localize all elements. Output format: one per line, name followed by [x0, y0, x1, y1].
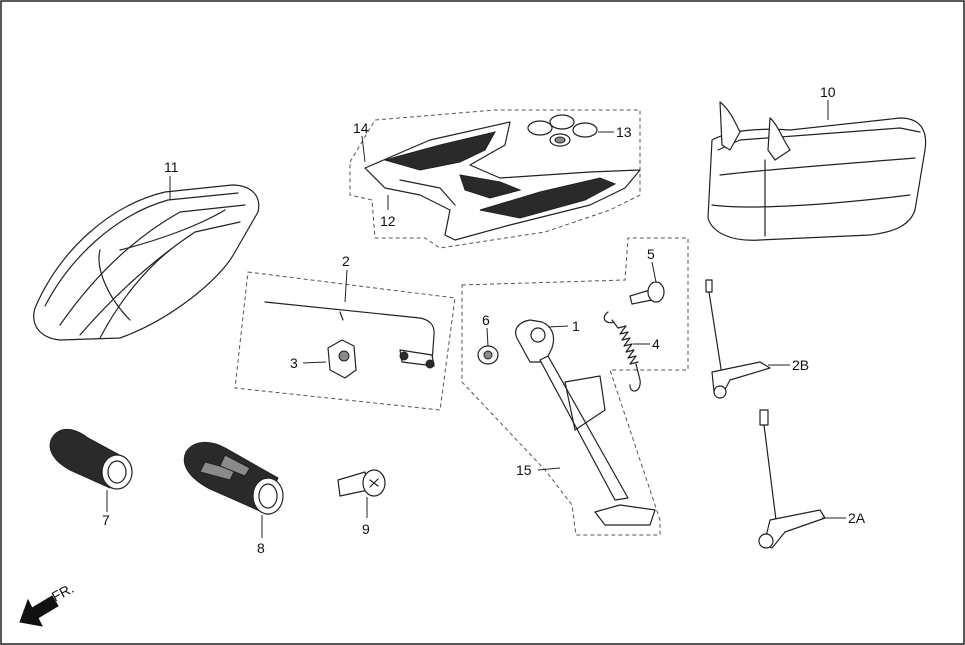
callout-13: 13	[616, 124, 632, 140]
footrest-rod-2b-part	[705, 279, 771, 399]
callout-2a: 2A	[848, 510, 866, 526]
leader-14	[361, 135, 366, 163]
nut-part	[477, 345, 499, 365]
callout-5: 5	[647, 246, 655, 262]
callout-10: 10	[820, 84, 836, 100]
screw-part	[337, 469, 386, 497]
handle-grip-8-part	[183, 442, 284, 515]
callout-4: 4	[652, 336, 660, 352]
callout-3: 3	[290, 355, 298, 371]
seat-bucket-part	[707, 101, 927, 241]
leader-2	[344, 269, 348, 303]
footrest-rod-2a-part	[758, 409, 826, 549]
callout-15: 15	[516, 462, 532, 478]
group-14-outline	[349, 109, 641, 249]
grommet-set-part	[527, 114, 598, 147]
leader-1	[547, 325, 569, 328]
callout-8: 8	[257, 540, 265, 556]
seat-lock-cable-part	[264, 301, 435, 369]
callout-11: 11	[164, 159, 179, 175]
leader-3	[302, 361, 327, 364]
spring-part	[603, 311, 641, 392]
seat-part	[33, 184, 260, 341]
leader-15	[537, 467, 561, 471]
callout-1: 1	[572, 318, 580, 334]
callout-14: 14	[353, 120, 369, 136]
callout-2: 2	[342, 253, 350, 269]
callout-7: 7	[102, 512, 110, 528]
bolt-part	[629, 281, 665, 305]
callout-2b: 2B	[792, 357, 809, 373]
floor-mat-part	[364, 121, 641, 241]
callout-6: 6	[482, 312, 490, 328]
callout-12: 12	[380, 213, 396, 229]
front-arrow-icon	[19, 595, 59, 627]
group-15-outline	[461, 237, 689, 536]
seat-latch-part	[327, 339, 357, 379]
callout-9: 9	[362, 521, 370, 537]
leader-5	[651, 261, 657, 283]
handle-grip-7-part	[49, 428, 133, 490]
side-stand-part	[515, 319, 656, 526]
leader-6	[486, 327, 489, 347]
